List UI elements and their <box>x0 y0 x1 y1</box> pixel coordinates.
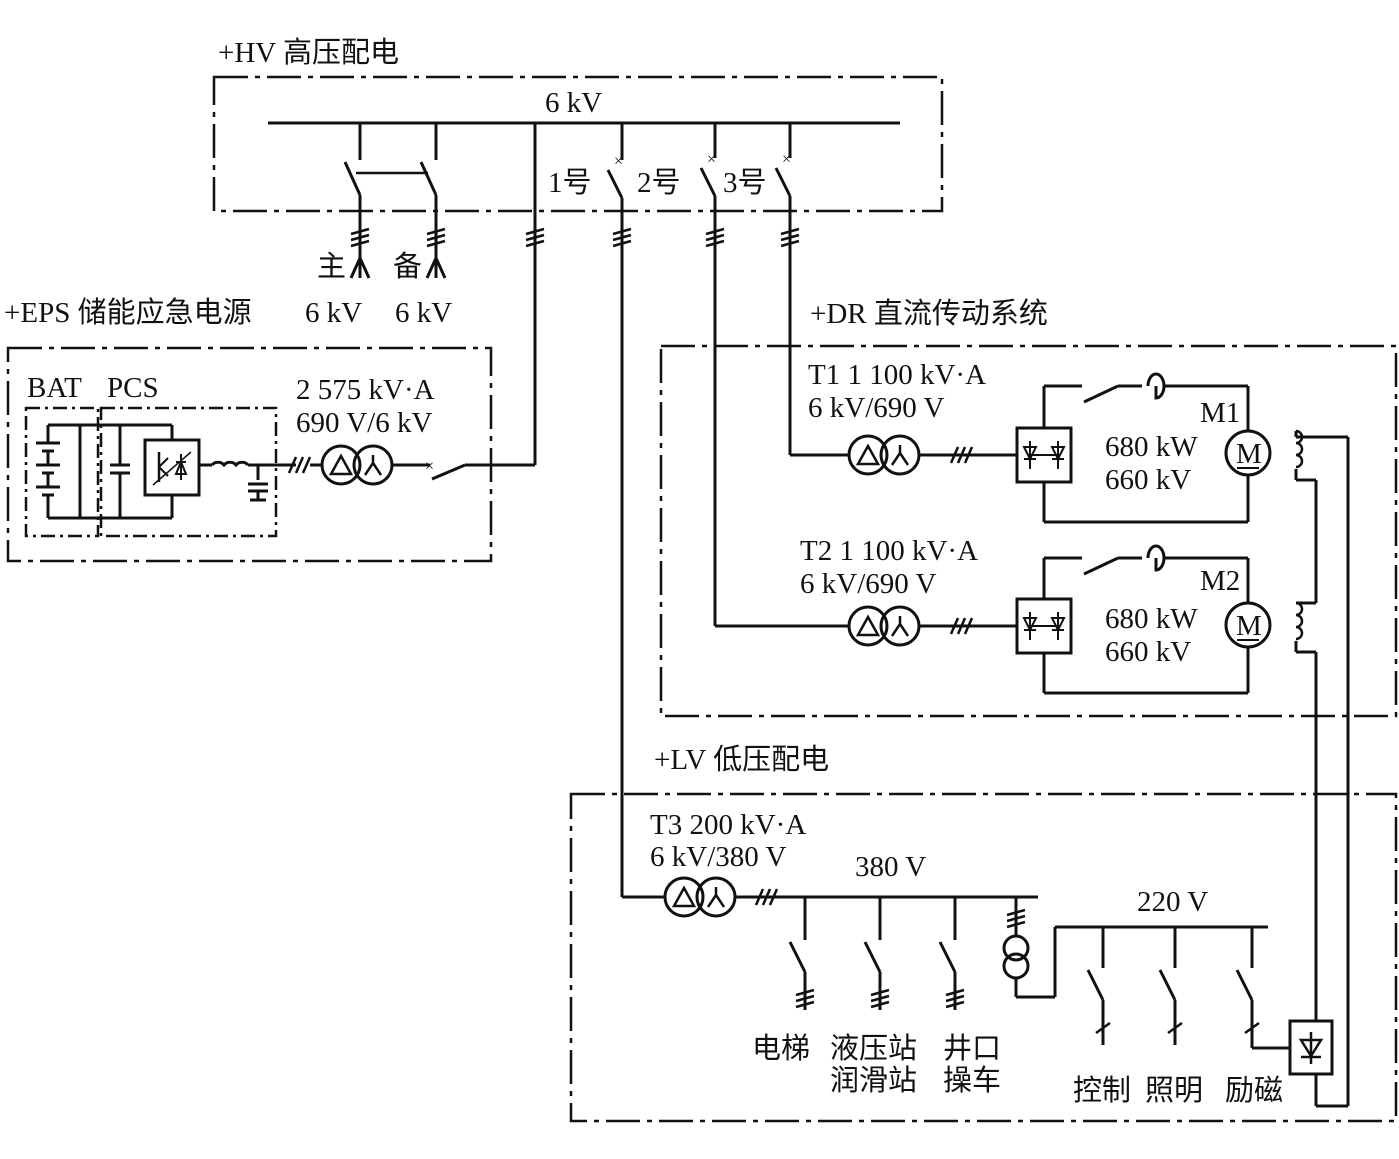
lighting-branch-switch <box>1158 927 1183 1045</box>
hv-section-boundary <box>212 75 944 213</box>
eps-feeder-three-phase-mark <box>524 227 546 248</box>
m2-dc-loop <box>1042 544 1250 695</box>
bus-380v-label: 380 V <box>855 851 926 883</box>
svg-text:×: × <box>425 458 434 475</box>
t1-three-phase-mark <box>949 445 974 465</box>
igbt-converter-icon <box>143 425 201 518</box>
t1-rating: T1 1 100 kV·A <box>808 359 986 391</box>
m2-name: M2 <box>1200 565 1240 597</box>
main-incomer-voltage: 6 kV <box>305 297 362 329</box>
bat-label: BAT <box>27 372 82 404</box>
elevator-branch-three-phase-mark <box>794 988 816 1009</box>
t2-ratio: 6 kV/690 V <box>800 568 936 600</box>
feeder-1-breaker: × <box>606 123 624 199</box>
dc-link-capacitor <box>80 423 172 520</box>
t1-ratio: 6 kV/690 V <box>808 392 944 424</box>
m2-power: 680 kW <box>1105 603 1198 635</box>
lv-section-title: +LV 低压配电 <box>654 743 829 776</box>
load-tub-handling-label: 操车 <box>943 1064 1001 1097</box>
standby-incomer-voltage: 6 kV <box>395 297 452 329</box>
load-hydraulic-station-label: 液压站 <box>830 1032 917 1065</box>
pcs-label: PCS <box>107 372 159 404</box>
hydraulic-branch-three-phase-mark <box>869 988 891 1009</box>
feeder-1-three-phase-mark <box>611 227 633 248</box>
m1-power: 680 kW <box>1105 431 1198 463</box>
dr-section-title: +DR 直流传动系统 <box>810 297 1048 330</box>
svg-text:M: M <box>1236 438 1262 470</box>
eps-section-boundary <box>6 346 493 563</box>
filter-inductor <box>199 460 296 468</box>
t3-transformer <box>663 876 737 918</box>
t2-thyristor-converter <box>1015 597 1073 655</box>
m1-motor-icon: M <box>1224 429 1272 477</box>
svg-text:×: × <box>782 151 791 168</box>
load-lighting-label: 照明 <box>1145 1075 1203 1107</box>
load-elevator-label: 电梯 <box>752 1032 810 1065</box>
hv-standby-incomer-switch <box>419 123 438 278</box>
load-lubrication-station-label: 润滑站 <box>830 1064 917 1097</box>
t4-three-phase-mark <box>1005 908 1027 929</box>
feeder-3-three-phase-mark <box>779 227 801 248</box>
eps-output-breaker: × <box>425 458 535 481</box>
t2-rating: T2 1 100 kV·A <box>800 535 978 567</box>
feeder-3-breaker: × <box>774 123 792 197</box>
m1-voltage: 660 kV <box>1105 464 1191 496</box>
t1-transformer <box>847 434 921 476</box>
load-control-label: 控制 <box>1073 1074 1131 1107</box>
eps-three-phase-mark <box>287 455 312 475</box>
t3-three-phase-mark <box>754 887 779 907</box>
svg-text:×: × <box>614 153 623 170</box>
field-excitation-loop <box>1294 431 1350 1108</box>
svg-text:×: × <box>707 151 716 168</box>
eps-transformer <box>320 444 394 486</box>
eps-transformer-rating: 2 575 kV·A <box>296 374 435 406</box>
standby-incomer-arrow <box>425 254 447 279</box>
feeder-3-label: 3号 <box>723 167 767 199</box>
lv-section-boundary <box>569 792 1398 1123</box>
t1-thyristor-converter <box>1015 426 1073 484</box>
excitation-branch-switch <box>1235 927 1290 1050</box>
main-incomer-three-phase-mark <box>349 227 371 248</box>
pcs-boundary <box>99 406 278 538</box>
hv-section-title: +HV 高压配电 <box>218 36 399 69</box>
battery-icon <box>36 423 82 520</box>
load-wellhead-label: 井口 <box>943 1032 1001 1065</box>
feeder-2-label: 2号 <box>637 167 681 199</box>
bat-boundary <box>24 406 100 538</box>
m2-voltage: 660 kV <box>1105 636 1191 668</box>
shaft-branch-three-phase-mark <box>944 988 966 1009</box>
t3-rating: T3 200 kV·A <box>650 809 806 841</box>
feeder-2-three-phase-mark <box>704 227 726 248</box>
standby-incomer-label: 备 <box>393 250 422 283</box>
excitation-rectifier <box>1288 1019 1334 1076</box>
dr-section-boundary <box>659 344 1398 718</box>
m1-dc-loop <box>1042 372 1250 524</box>
t2-transformer <box>847 605 921 647</box>
main-incomer-label: 主 <box>317 250 346 283</box>
bus-220v-label: 220 V <box>1137 886 1208 918</box>
eps-transformer-ratio: 690 V/6 kV <box>296 407 432 439</box>
m1-name: M1 <box>1200 397 1240 429</box>
control-branch-switch <box>1086 927 1111 1045</box>
load-excitation-label: 励磁 <box>1225 1074 1283 1107</box>
feeder-1-label: 1号 <box>548 167 592 199</box>
t2-three-phase-mark <box>949 616 974 636</box>
m2-motor-icon: M <box>1224 601 1272 649</box>
lv-220v-transformer <box>1002 934 1030 980</box>
eps-section-title: +EPS 储能应急电源 <box>4 296 252 329</box>
filter-capacitor <box>248 465 268 502</box>
m2-field-winding <box>1294 601 1304 641</box>
feeder-2-breaker: × <box>699 123 717 197</box>
main-incomer-arrow <box>349 254 371 279</box>
standby-incomer-three-phase-mark <box>425 227 447 248</box>
hv-main-incomer-switch <box>343 123 362 278</box>
svg-text:M: M <box>1236 610 1262 642</box>
hv-bus-voltage-label: 6 kV <box>545 87 602 119</box>
t3-ratio: 6 kV/380 V <box>650 841 786 873</box>
